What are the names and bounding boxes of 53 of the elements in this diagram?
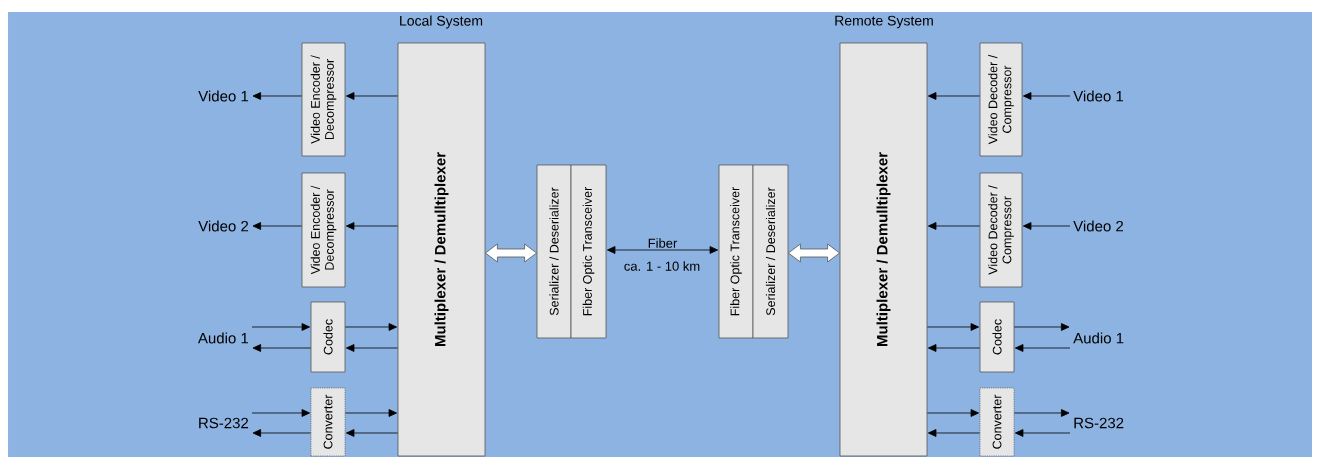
arrow bbox=[928, 344, 980, 352]
multiplexer-box: Multiplexer / Demulltiplexer bbox=[839, 42, 928, 457]
component-box: Converter bbox=[310, 387, 346, 457]
arrow bbox=[607, 246, 718, 254]
component-box: Video Encoder / Decompressor bbox=[301, 172, 346, 288]
component-box: Converter bbox=[979, 387, 1015, 457]
system-label: Local System bbox=[400, 15, 483, 29]
arrow bbox=[252, 222, 302, 230]
component-box: Video Encoder / Decompressor bbox=[301, 42, 346, 157]
arrow bbox=[928, 92, 980, 100]
arrow bbox=[251, 323, 311, 331]
component-box: Video Decoder / Compressor bbox=[979, 172, 1023, 288]
arrow bbox=[927, 323, 979, 331]
arrow bbox=[346, 429, 398, 437]
double-arrow bbox=[788, 243, 840, 263]
arrow bbox=[252, 344, 311, 352]
arrow bbox=[1023, 92, 1071, 100]
arrow bbox=[251, 409, 311, 417]
signal-label: Video 1 bbox=[1073, 90, 1124, 102]
edge-label: Fiber bbox=[646, 237, 679, 249]
signal-label: Audio 1 bbox=[197, 332, 249, 344]
arrow bbox=[1023, 222, 1071, 230]
signal-label: Video 1 bbox=[198, 90, 249, 102]
arrow bbox=[346, 92, 398, 100]
system-label: Remote System bbox=[835, 15, 933, 29]
arrow bbox=[252, 92, 302, 100]
signal-label: Video 2 bbox=[1073, 220, 1124, 232]
arrow bbox=[252, 429, 311, 437]
arrow bbox=[1014, 409, 1070, 417]
arrow bbox=[928, 222, 980, 230]
arrow bbox=[345, 323, 398, 331]
arrow bbox=[346, 222, 398, 230]
signal-label: Audio 1 bbox=[1073, 332, 1124, 344]
component-box: Fiber Optic Transceiver bbox=[570, 164, 607, 339]
double-arrow bbox=[485, 243, 537, 263]
component-box: Video Decoder / Compressor bbox=[979, 42, 1023, 157]
arrow bbox=[927, 409, 979, 417]
arrow bbox=[346, 344, 398, 352]
component-box: Serializer / Deserializer bbox=[752, 164, 789, 339]
arrow bbox=[928, 429, 980, 437]
signal-label: Video 2 bbox=[198, 220, 249, 232]
arrow bbox=[345, 409, 398, 417]
arrow bbox=[1015, 344, 1071, 352]
signal-label: RS-232 bbox=[1074, 417, 1124, 429]
component-box: Serializer / Deserializer bbox=[536, 164, 572, 339]
distance-label: ca. 1 - 10 km bbox=[624, 261, 700, 271]
arrow bbox=[1014, 323, 1070, 331]
component-box: Codec bbox=[979, 301, 1015, 373]
arrow bbox=[1015, 429, 1071, 437]
multiplexer-box: Multiplexer / Demulltiplexer bbox=[397, 42, 486, 457]
component-box: Fiber Optic Transceiver bbox=[718, 164, 754, 339]
component-box: Codec bbox=[310, 301, 346, 373]
signal-label: RS-232 bbox=[199, 417, 249, 429]
